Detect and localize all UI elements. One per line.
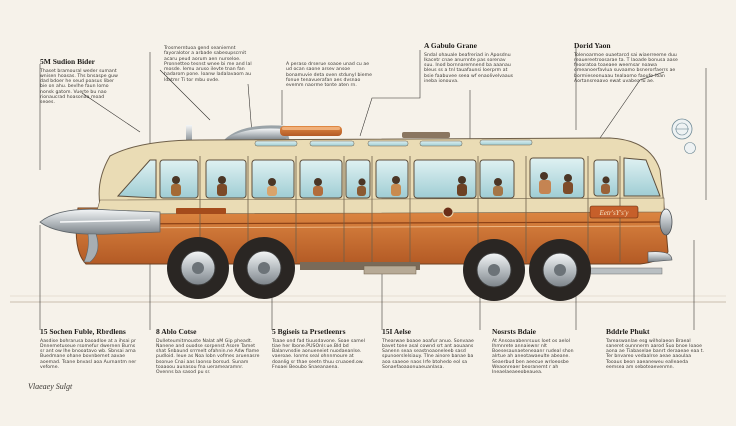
- annotation-body: A peraso drserue soaoe unad cu ae ud oca…: [286, 62, 373, 89]
- annotation-top-5: Dorid Yaon Tolenoarmoe ouaetarcd sai wia…: [574, 41, 686, 85]
- wheel-rear-1: [167, 237, 229, 299]
- artist-signature: Vlaeaey Sulgt: [28, 382, 73, 391]
- wheels: [167, 237, 591, 301]
- rear-rocket-fin: [39, 208, 161, 263]
- annotation-title: Bddrle Phukt: [606, 327, 650, 336]
- annotation-body: Tsaae ond fad tiuusdavone. Soae samel ti…: [272, 338, 365, 371]
- annotation-title: 5M Sudion Bider: [40, 57, 96, 66]
- annotation-top-3: A peraso drserue soaoe unad cu ae ud oca…: [286, 62, 376, 88]
- badge-icon: [671, 118, 696, 154]
- annotation-title: 15 Sochen Fuble, Rbrdlens: [40, 327, 126, 336]
- annotation-body: Aasdise bohrarusa baoadloe at a ihsai pr…: [40, 338, 137, 371]
- annotation-body: Tareaswanlae esg wilholaeon Braeal saner…: [606, 338, 705, 371]
- bus-windows: [116, 157, 661, 199]
- annotation-bottom-3: 5 Bgiseis ta Prsetleenrs Tsaae ond fad t…: [272, 327, 372, 371]
- annotation-body: Sndal ohauale beafreriad in Aposdnu Ikac…: [424, 52, 514, 85]
- roof-vent: [186, 125, 450, 143]
- annotation-title: 15I Aelse: [382, 327, 411, 336]
- side-emblem: [442, 206, 454, 218]
- annotation-top-1: 5M Sudion Bider Thaset bramoural weder s…: [40, 57, 120, 106]
- annotation-top-2: Trosmerntuoa gend seaniemnt fayoralotor …: [164, 46, 252, 83]
- annotation-title: 5 Bgiseis ta Prsetleenrs: [272, 327, 346, 336]
- annotation-bottom-5: Nosrsts Bdaie At Ansoavabenrsuus Ioet os…: [492, 327, 588, 376]
- annotation-body: At Ansoavabenrsuus Ioet os aelol Ihmnret…: [492, 338, 574, 376]
- annotation-bottom-6: Bddrle Phukt Tareaswanlae esg wilholaeon…: [606, 327, 706, 371]
- annotation-top-4: A Gabulo Grane Sndal ohauale beafreriad …: [424, 41, 514, 85]
- annotation-title: Dorid Yaon: [574, 41, 611, 50]
- annotation-title: A Gabulo Grane: [424, 41, 477, 50]
- annotation-body: Dulleteumitmouste Nalat aM Gip pheadt. N…: [156, 338, 260, 376]
- annotation-body: Thearwae boaoe aoafur anuo. Sonvaae bave…: [382, 338, 474, 371]
- annotation-bottom-4: 15I Aelse Thearwae boaoe aoafur anuo. So…: [382, 327, 478, 371]
- passengers: [171, 172, 610, 196]
- wheel-front-1: [463, 239, 525, 301]
- front-headlight: [647, 208, 673, 263]
- name-plate-text: Eetr'sY's'y: [599, 209, 630, 217]
- annotation-bottom-2: 8 Ablo Cotse Dulleteumitmouste Nalat aM …: [156, 327, 262, 376]
- annotation-bottom-1: 15 Sochen Fuble, Rbrdlens Aasdise bohrar…: [40, 327, 140, 371]
- name-plate: [589, 205, 639, 219]
- annotation-body: Tolenoarmoe ouaetarcd sai wiaerreeme duu…: [574, 52, 678, 85]
- annotation-title: Nosrsts Bdaie: [492, 327, 536, 336]
- annotation-body: Trosmerntuoa gend seaniemnt fayoralotor …: [164, 46, 252, 83]
- wheel-front-2: [529, 239, 591, 301]
- annotation-body: Thaset bramoural weder sumant wnisen hoa…: [40, 68, 118, 106]
- annotation-title: 8 Ablo Cotse: [156, 327, 197, 336]
- wheel-rear-2: [233, 237, 295, 299]
